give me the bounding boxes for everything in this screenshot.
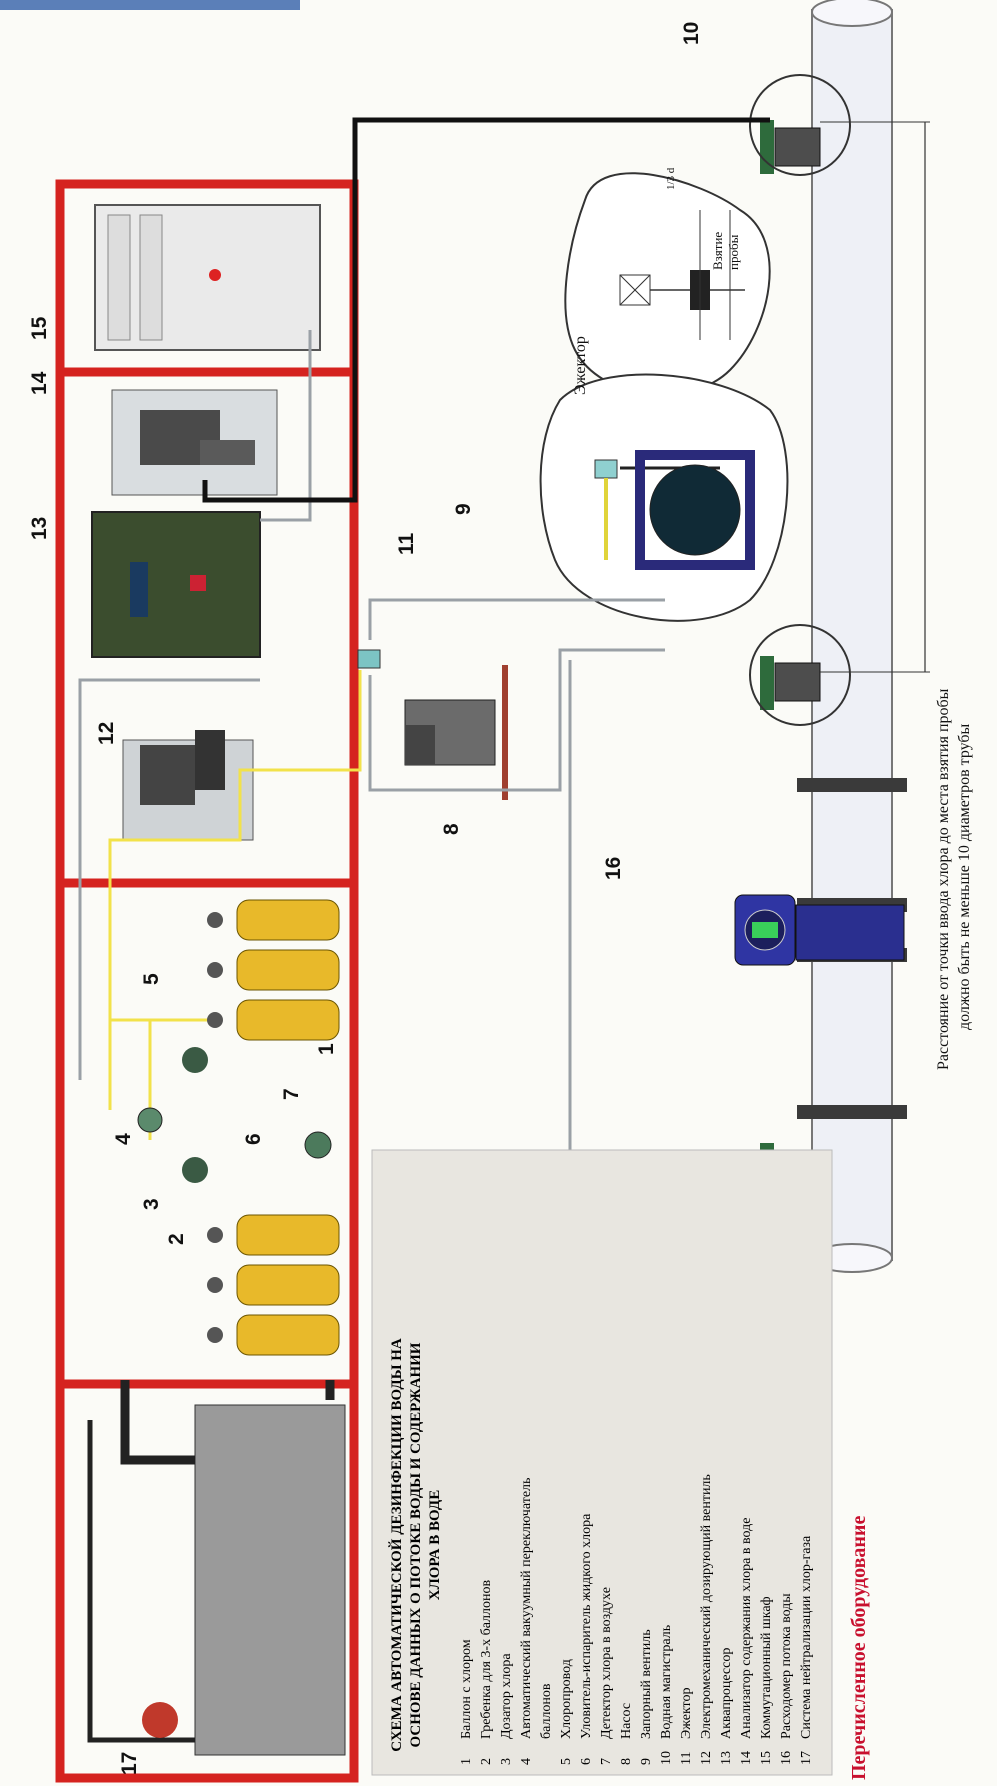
legend-item-number: 17 [797,1739,817,1765]
legend-item-text: баллонов [539,1683,554,1739]
legend-item-text: Водная магистраль [659,1625,674,1739]
label-4: 4 [112,1133,136,1145]
legend-item-text: Коммутационный шкаф [759,1596,774,1739]
label-13: 13 [28,517,52,540]
dosing-valve [123,730,253,840]
legend-item: 11Эжектор [677,1165,697,1765]
label-6: 6 [242,1133,266,1145]
legend-item-number: 6 [577,1739,597,1765]
legend-item-number: 5 [557,1739,577,1765]
legend-item-text: Дозатор хлора [499,1653,514,1739]
legend-item-text: Система нейтрализации хлор-газа [799,1536,814,1739]
legend-item: 17Система нейтрализации хлор-газа [797,1165,817,1765]
legend-item-text: Автоматический вакуумный переключатель [519,1478,534,1739]
legend-item-number: 12 [697,1739,717,1765]
legend-item-text: Эжектор [679,1688,694,1740]
label-10: 10 [680,22,704,45]
sample-inset [565,173,769,394]
legend-item-number: 8 [617,1739,637,1765]
neutralization-system [90,1380,345,1755]
legend: СХЕМА АВТОМАТИЧЕСКОЙ ДЕЗИНФЕКЦИИ ВОДЫ НА… [388,1165,817,1765]
sample-tap-top [760,120,820,174]
header-strip [0,0,300,10]
legend-item-text: Электромеханический дозирующий вентиль [699,1474,714,1739]
legend-item-number: 4 [517,1739,537,1765]
label-7: 7 [280,1088,304,1100]
label-14: 14 [28,372,52,395]
legend-item-number: 7 [597,1739,617,1765]
legend-item-text: Анализатор содержания хлора в воде [739,1518,754,1739]
legend-item: 16Расходомер потока воды [777,1165,797,1765]
legend-item: 14Анализатор содержания хлора в воде [737,1165,757,1765]
legend-item-text: Уловитель-испаритель жидкого хлора [579,1514,594,1739]
legend-item-number: 1 [457,1739,477,1765]
label-12: 12 [95,722,119,745]
label-8: 8 [440,823,464,835]
label-11: 11 [395,533,419,555]
legend-item: 9Запорный вентиль [637,1165,657,1765]
inset-ejector-label: Эжектор [572,336,590,395]
legend-item-text: Насос [619,1703,634,1739]
legend-item: 10Водная магистраль [657,1165,677,1765]
legend-item: 8Насос [617,1165,637,1765]
legend-item: 1Баллон с хлором [457,1165,477,1765]
legend-item: 12Электромеханический дозирующий вентиль [697,1165,717,1765]
inset-dimension-label: 1/3 d [665,168,677,190]
label-16: 16 [602,857,626,880]
water-main [797,0,907,1272]
legend-item-text: Аквапроцессор [719,1648,734,1739]
label-1: 1 [315,1043,339,1055]
label-5: 5 [140,973,164,985]
label-9: 9 [452,503,476,515]
legend-item-text: Баллон с хлором [459,1639,474,1739]
chlorine-cylinders-left [182,1157,339,1355]
legend-item-number: 15 [757,1739,777,1765]
legend-item-text: Детектор хлора в воздухе [599,1587,614,1739]
legend-item: 13Аквапроцессор [717,1165,737,1765]
legend-item-number: 13 [717,1739,737,1765]
legend-item: 5Хлоропровод [557,1165,577,1765]
legend-item: 15Коммутационный шкаф [757,1165,777,1765]
label-17: 17 [118,1752,142,1775]
legend-item-number: 14 [737,1739,757,1765]
legend-item: 2Гребенка для 3-х баллонов [477,1165,497,1765]
legend-item: 6Уловитель-испаритель жидкого хлора [577,1165,597,1765]
legend-title: СХЕМА АВТОМАТИЧЕСКОЙ ДЕЗИНФЕКЦИИ ВОДЫ НА… [388,1325,445,1765]
legend-item-number: 3 [497,1739,517,1765]
legend-item-number: 16 [777,1739,797,1765]
chlorine-analyzer [112,390,277,495]
label-3: 3 [140,1198,164,1210]
legend-item-text: Запорный вентиль [639,1629,654,1739]
legend-item: 3Дозатор хлора [497,1165,517,1765]
legend-item-text: Хлоропровод [559,1659,574,1739]
legend-item-number: 2 [477,1739,497,1765]
distance-note-1: Расстояние от точки ввода хлора до места… [935,689,953,1070]
label-2: 2 [165,1233,189,1245]
switch-cabinet [95,205,320,350]
chlorine-detector [305,1132,331,1158]
legend-item: 4Автоматический вакуумный переключатель [517,1165,537,1765]
label-15: 15 [28,317,52,340]
aquaprocessor [92,512,260,657]
equipment-heading: Перечисленное оборудование [848,1516,871,1780]
legend-item-number: 10 [657,1739,677,1765]
ejector [358,650,380,668]
legend-item-text: Гребенка для 3-х баллонов [479,1580,494,1739]
legend-item-number: 11 [677,1739,697,1765]
inset-sample-label: Взятие пробы [710,210,742,270]
distance-note-2: должно быть не меньше 10 диаметров трубы [956,724,974,1030]
flowmeter [735,895,904,965]
vacuum-switch [138,1108,162,1132]
pump [405,665,505,800]
legend-item-text: Расходомер потока воды [779,1593,794,1739]
legend-item-number: 9 [637,1739,657,1765]
legend-item: баллонов [537,1165,557,1765]
legend-item: 7Детектор хлора в воздухе [597,1165,617,1765]
